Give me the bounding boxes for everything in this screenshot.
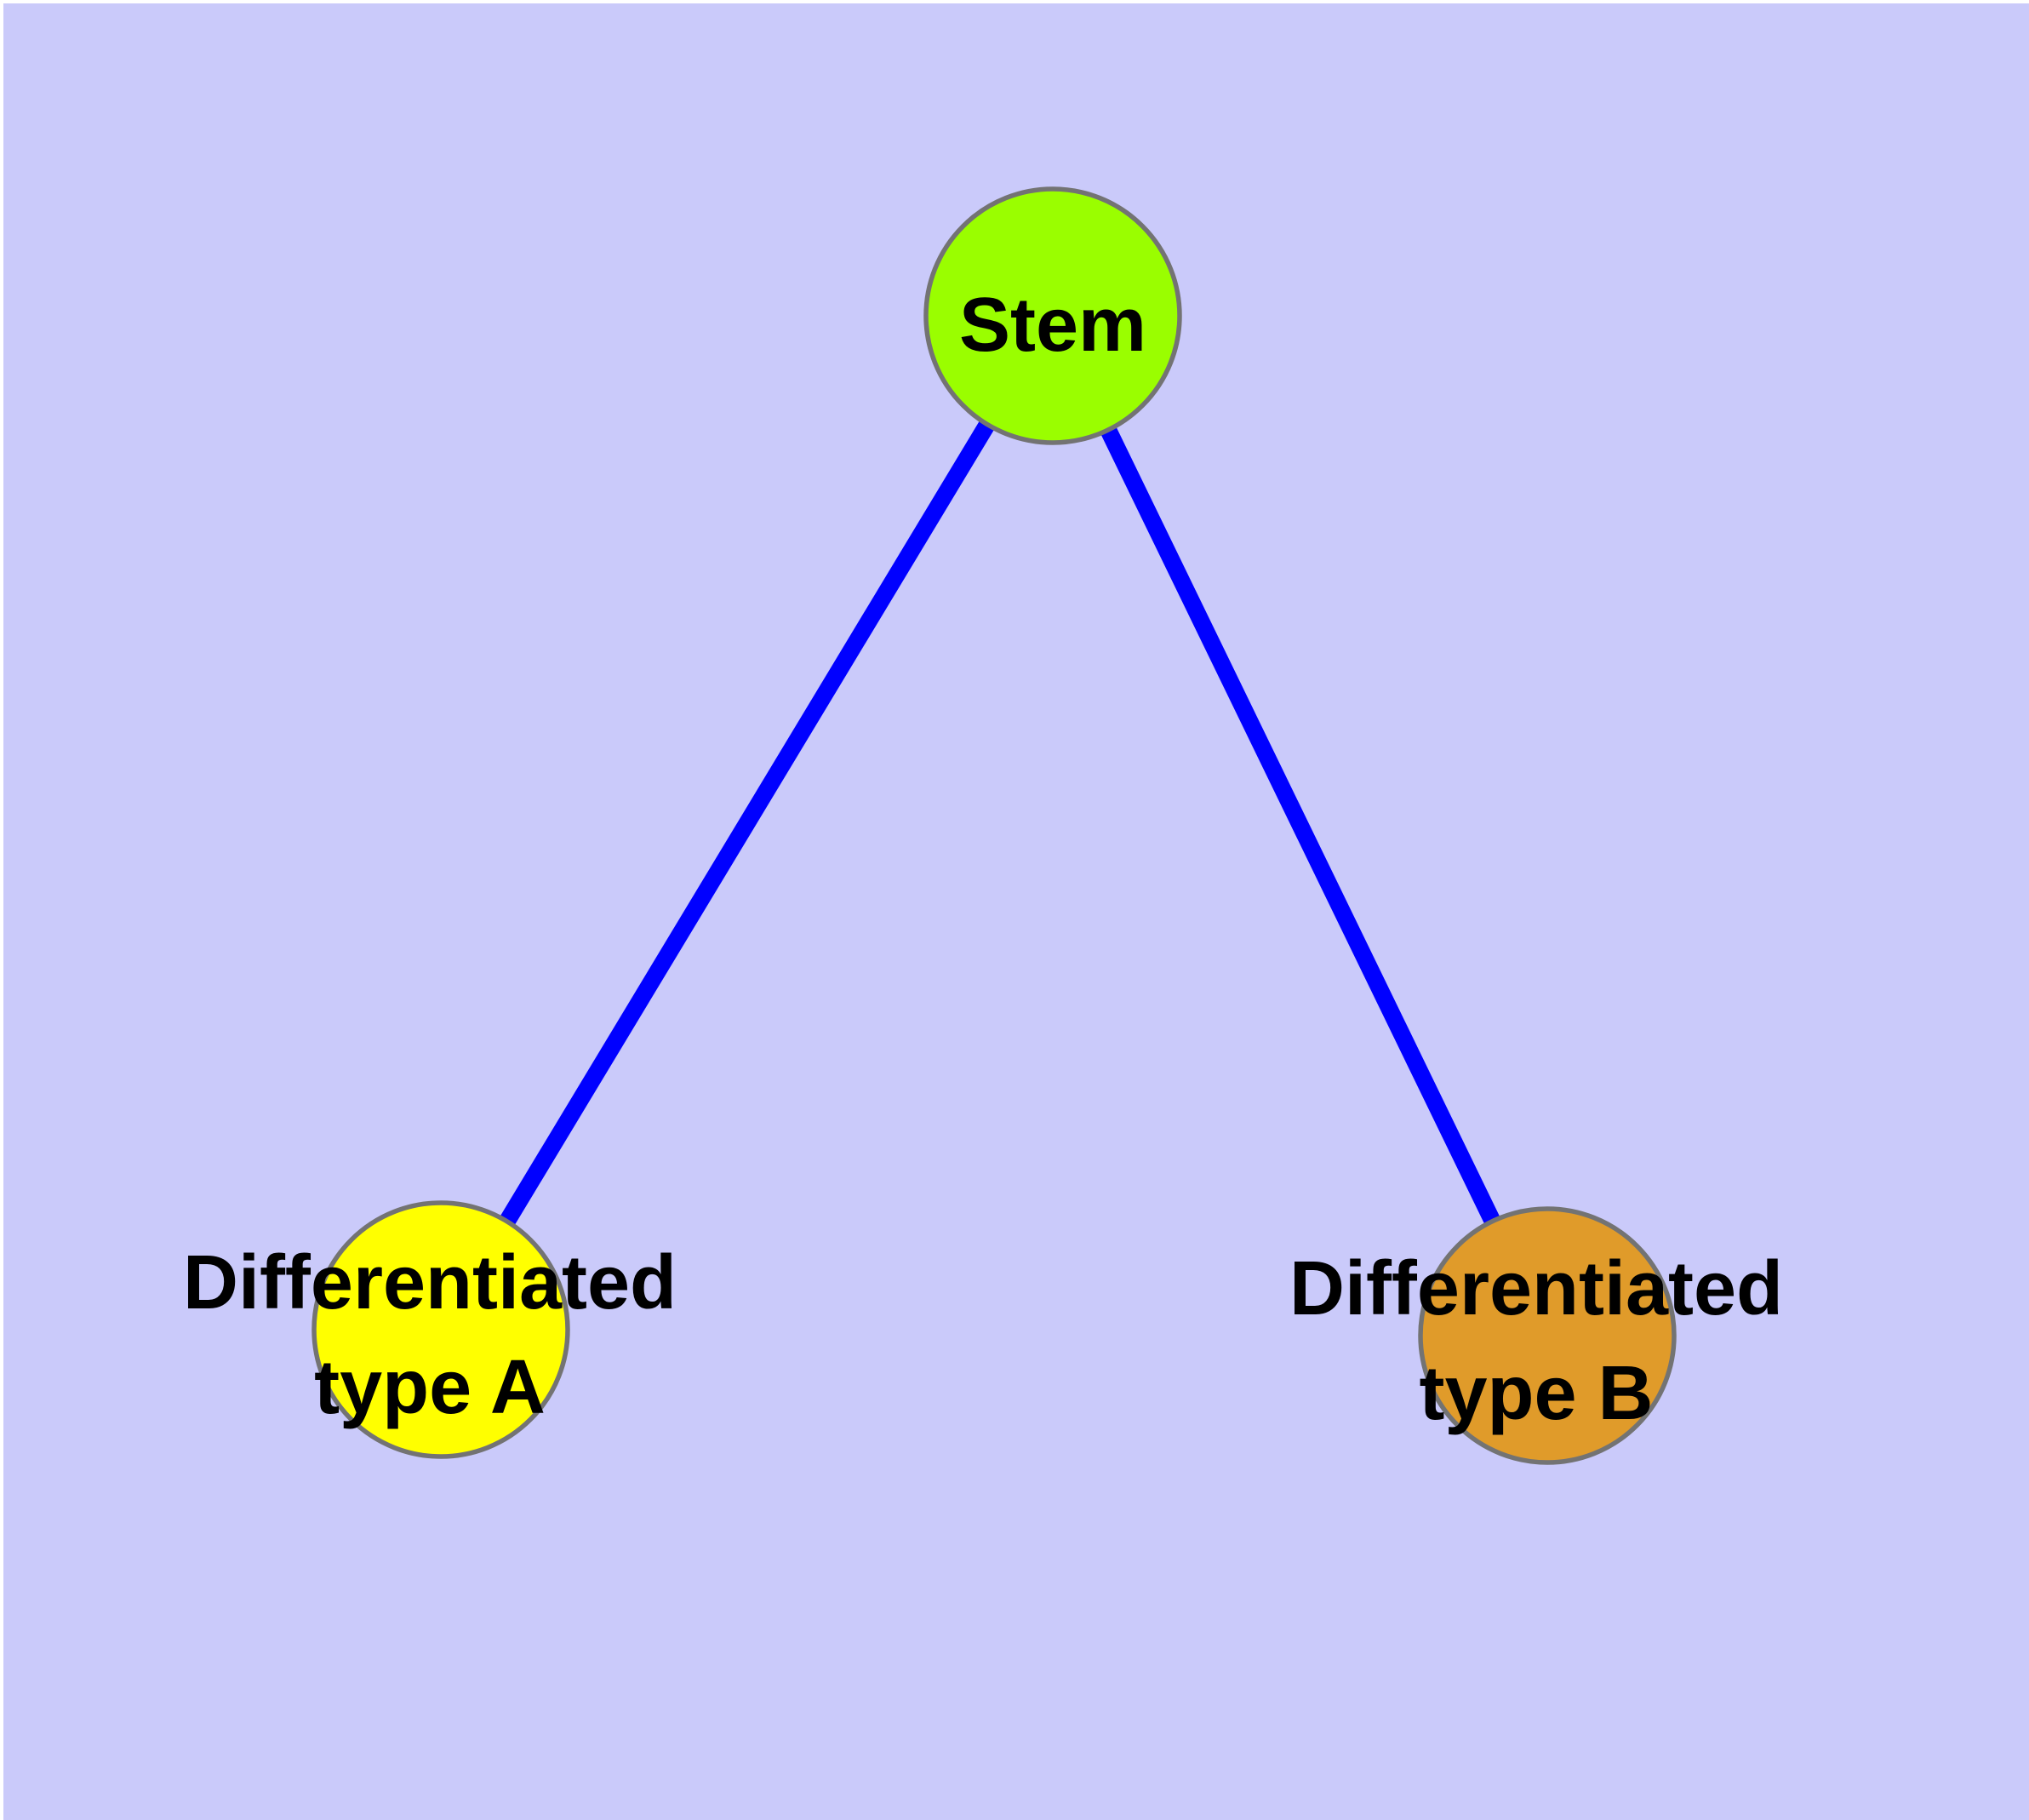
node-stem-label: Stem xyxy=(959,283,1146,368)
node-type-a-label-line1: Differentiated xyxy=(183,1240,677,1325)
node-type-b-label-line1: Differentiated xyxy=(1289,1246,1783,1331)
node-type-b-label-line2: type B xyxy=(1419,1351,1653,1436)
node-type-a-label-line2: type A xyxy=(314,1345,546,1430)
node-differentiated-type-b xyxy=(1418,1206,1677,1465)
edge-stem-to-type-b xyxy=(1045,312,1556,1340)
edge-stem-to-type-a xyxy=(434,311,1060,1335)
node-differentiated-type-a xyxy=(311,1200,570,1459)
node-stem xyxy=(923,186,1182,445)
